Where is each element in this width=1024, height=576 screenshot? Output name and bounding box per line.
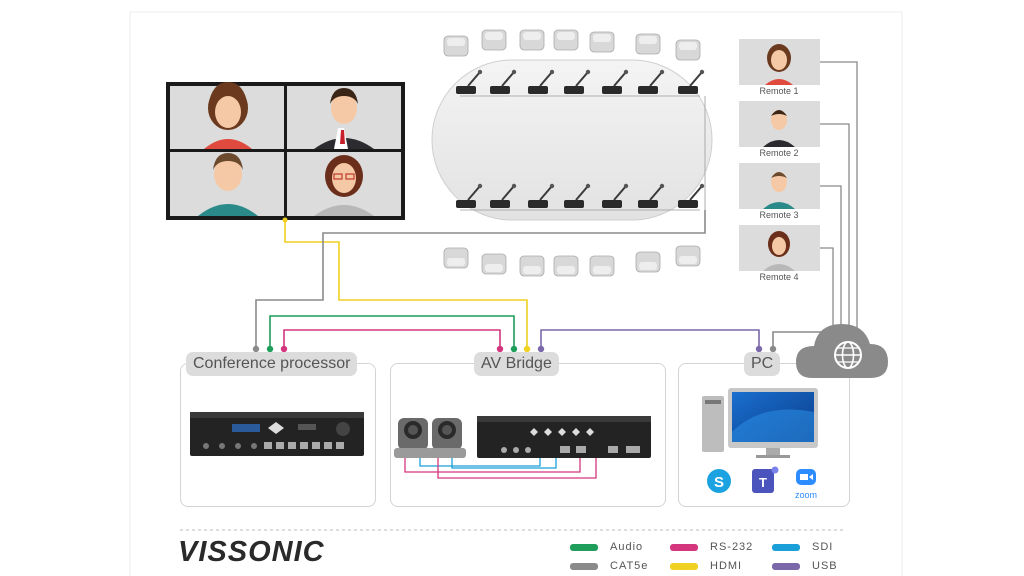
delegate-microphone-icon: [528, 183, 555, 208]
legend-usb-label: USB: [812, 560, 838, 572]
chair: [443, 247, 469, 269]
chair: [481, 29, 507, 51]
remote-4-label: Remote 4: [759, 272, 799, 282]
ptz-cameras: [394, 418, 466, 458]
delegate-microphone-icon: [678, 69, 705, 94]
delegate-microphone-icon: [490, 183, 517, 208]
legend-sdi-label: SDI: [812, 541, 834, 553]
remote-participants: [739, 39, 820, 271]
chair: [635, 251, 661, 273]
delegate-microphone-icon: [456, 183, 483, 208]
legend-audio: Audio: [570, 541, 643, 553]
legend-sdi-swatch: [772, 543, 800, 551]
connector-dots: [252, 217, 777, 353]
chair: [443, 35, 469, 57]
internet-cloud-icon: [796, 324, 888, 378]
participant-man-teal: [198, 153, 258, 216]
skype-icon: S: [707, 469, 731, 493]
av-bridge-device: [477, 416, 651, 458]
delegate-microphone-icon: [564, 183, 591, 208]
delegate-microphone-icon: [564, 69, 591, 94]
chairs-bottom: [443, 245, 701, 277]
conference-processor-device: [190, 412, 364, 456]
video-wall: [166, 82, 405, 220]
teams-icon: T: [752, 466, 779, 493]
chair: [635, 33, 661, 55]
legend-hdmi-label: HDMI: [710, 560, 743, 572]
delegate-microphone-icon: [638, 69, 665, 94]
chair: [519, 255, 545, 277]
legend-rs232-label: RS-232: [710, 541, 754, 553]
delegate-microphone-icon: [528, 69, 555, 94]
chair: [519, 29, 545, 51]
legend-rs232: RS-232: [670, 541, 753, 553]
chair: [589, 255, 615, 277]
legend-usb: USB: [772, 560, 838, 572]
delegate-microphone-icon: [638, 183, 665, 208]
remote-2-label: Remote 2: [759, 148, 799, 158]
legend-rs232-swatch: [670, 543, 698, 551]
svg-text:T: T: [759, 475, 767, 490]
av-bridge-title: AV Bridge: [474, 352, 559, 376]
conference-table: [431, 59, 713, 221]
legend-hdmi-swatch: [670, 562, 698, 570]
chair: [553, 29, 579, 51]
chairs-top: [443, 29, 701, 61]
participant-woman-red: [204, 82, 252, 149]
chair: [675, 245, 701, 267]
pc-computer-icon: [702, 388, 818, 458]
delegate-microphone-icon: [602, 69, 629, 94]
delegate-microphone-icon: [678, 183, 705, 208]
system-cables: [255, 210, 826, 348]
legend-cat5e: CAT5e: [570, 560, 648, 572]
remote-3-label: Remote 3: [759, 210, 799, 220]
delegate-microphone-icon: [602, 183, 629, 208]
svg-text:S: S: [714, 474, 724, 491]
legend-cat5e-swatch: [570, 562, 598, 570]
legend-usb-swatch: [772, 562, 800, 570]
chair: [553, 255, 579, 277]
legend-audio-label: Audio: [610, 541, 644, 553]
delegate-microphone-icon: [490, 69, 517, 94]
legend-hdmi: HDMI: [670, 560, 742, 572]
conference-processor-title: Conference processor: [186, 352, 358, 376]
legend-cat5e-label: CAT5e: [610, 560, 649, 572]
delegate-microphone-icon: [456, 69, 483, 94]
legend-sdi: SDI: [772, 541, 833, 553]
remote-1-label: Remote 1: [759, 86, 799, 96]
zoom-label: zoom: [795, 490, 817, 500]
remote-cables: [820, 61, 858, 330]
chair: [589, 31, 615, 53]
vissonic-logo: VISSONIC: [178, 536, 325, 568]
chair: [481, 253, 507, 275]
participant-woman-glasses: [314, 155, 374, 216]
zoom-icon: zoom: [795, 469, 817, 500]
participant-man-suit: [314, 88, 374, 149]
legend-audio-swatch: [570, 543, 598, 551]
conference-microphones: [456, 69, 705, 208]
chair: [675, 39, 701, 61]
pc-title: PC: [744, 352, 781, 376]
